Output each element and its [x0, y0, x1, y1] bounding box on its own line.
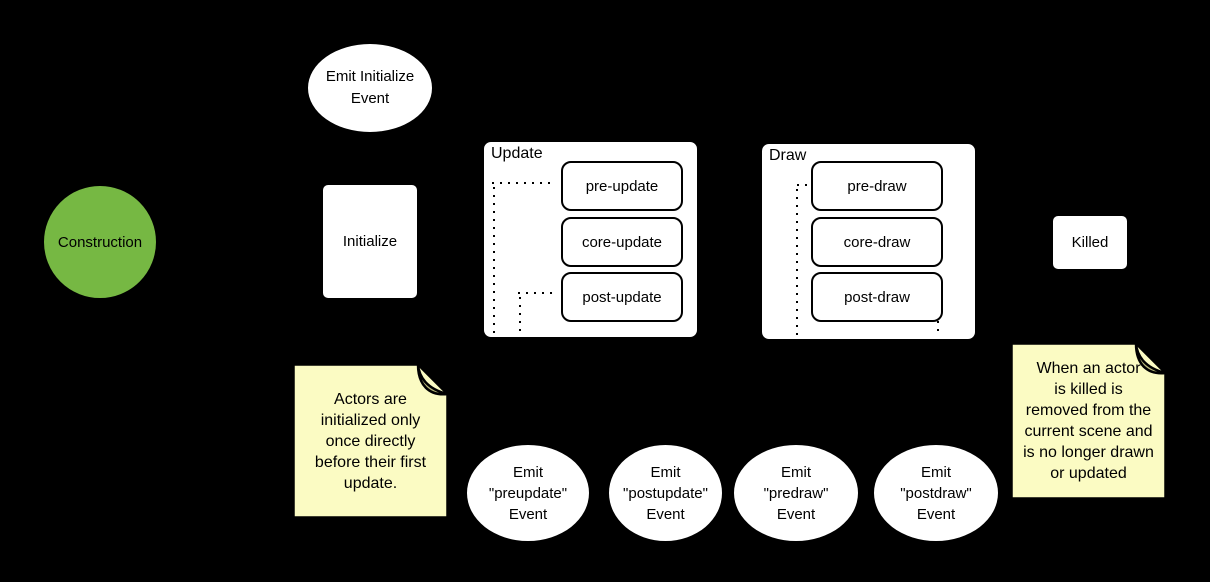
dotted-connector	[796, 189, 798, 337]
note-initialize: Actors are initialized only once directl…	[292, 363, 449, 519]
event-line: Emit	[650, 463, 681, 481]
substate-core-update: core-update	[561, 217, 683, 267]
note-text: When an actor is killed is removed from …	[1010, 342, 1167, 500]
substate-label: pre-draw	[847, 177, 907, 195]
event-line: Event	[776, 505, 816, 523]
event-line: Emit Initialize	[325, 68, 415, 85]
note-fold-icon	[416, 363, 449, 396]
container-draw: Draw pre-draw core-draw post-draw	[760, 142, 977, 341]
event-line: Emit	[513, 463, 543, 481]
substate-label: core-draw	[843, 233, 911, 251]
state-killed-label: Killed	[1071, 234, 1109, 251]
dotted-connector	[518, 292, 558, 294]
event-line: "postdraw"	[900, 484, 972, 502]
event-line: Event	[508, 505, 548, 523]
container-update: Update pre-update core-update post-updat…	[482, 140, 699, 339]
state-construction: Construction	[42, 184, 158, 300]
substate-core-draw: core-draw	[811, 217, 943, 267]
substate-pre-update: pre-update	[561, 161, 683, 211]
note-killed: When an actor is killed is removed from …	[1010, 342, 1167, 500]
note-line: removed from the	[1025, 402, 1152, 419]
substate-post-update: post-update	[561, 272, 683, 322]
note-line: before their first	[314, 453, 427, 471]
event-emit-initialize: Emit Initialize Event	[306, 42, 434, 134]
event-line: Event	[646, 505, 685, 523]
state-killed: Killed	[1051, 214, 1129, 271]
event-emit-postupdate: Emit "postupdate" Event	[607, 443, 724, 543]
note-line: initialized only	[320, 411, 421, 429]
event-emit-postdraw: Emit "postdraw" Event	[872, 443, 1000, 543]
event-line: Emit	[781, 463, 811, 481]
container-update-label: Update	[491, 145, 543, 162]
dotted-connector	[493, 187, 495, 337]
event-line: "predraw"	[763, 484, 829, 502]
state-construction-label: Construction	[57, 233, 143, 251]
substate-label: post-update	[582, 288, 662, 306]
state-initialize: Initialize	[321, 183, 419, 300]
substate-label: post-draw	[844, 288, 910, 306]
substate-post-draw: post-draw	[811, 272, 943, 322]
note-line: is killed is	[1054, 381, 1123, 398]
event-line: Event	[916, 505, 956, 523]
substate-pre-draw: pre-draw	[811, 161, 943, 211]
event-emit-predraw: Emit "predraw" Event	[732, 443, 860, 543]
note-fold-icon	[1134, 342, 1167, 375]
event-line: Emit	[921, 463, 951, 481]
note-line: is no longer drawn	[1023, 444, 1154, 461]
dotted-connector	[492, 182, 556, 184]
dotted-connector	[937, 321, 939, 337]
note-line: Actors are	[334, 390, 407, 408]
event-line: Event	[350, 90, 390, 107]
event-line: "postupdate"	[623, 484, 708, 502]
state-initialize-label: Initialize	[342, 233, 398, 250]
event-line: "preupdate"	[488, 484, 568, 502]
note-line: once directly	[325, 432, 416, 450]
dotted-connector	[797, 184, 809, 186]
note-text: Actors are initialized only once directl…	[292, 363, 449, 519]
note-line: update.	[343, 474, 398, 492]
note-line: current scene and	[1024, 423, 1153, 440]
note-line: or updated	[1050, 465, 1127, 482]
substate-label: pre-update	[585, 177, 659, 195]
container-draw-label: Draw	[769, 147, 807, 164]
event-emit-preupdate: Emit "preupdate" Event	[465, 443, 591, 543]
note-line: When an actor	[1036, 360, 1141, 377]
note-shape	[1010, 342, 1167, 500]
substate-label: core-update	[581, 233, 663, 251]
dotted-connector	[519, 297, 521, 337]
note-shape	[292, 363, 449, 519]
